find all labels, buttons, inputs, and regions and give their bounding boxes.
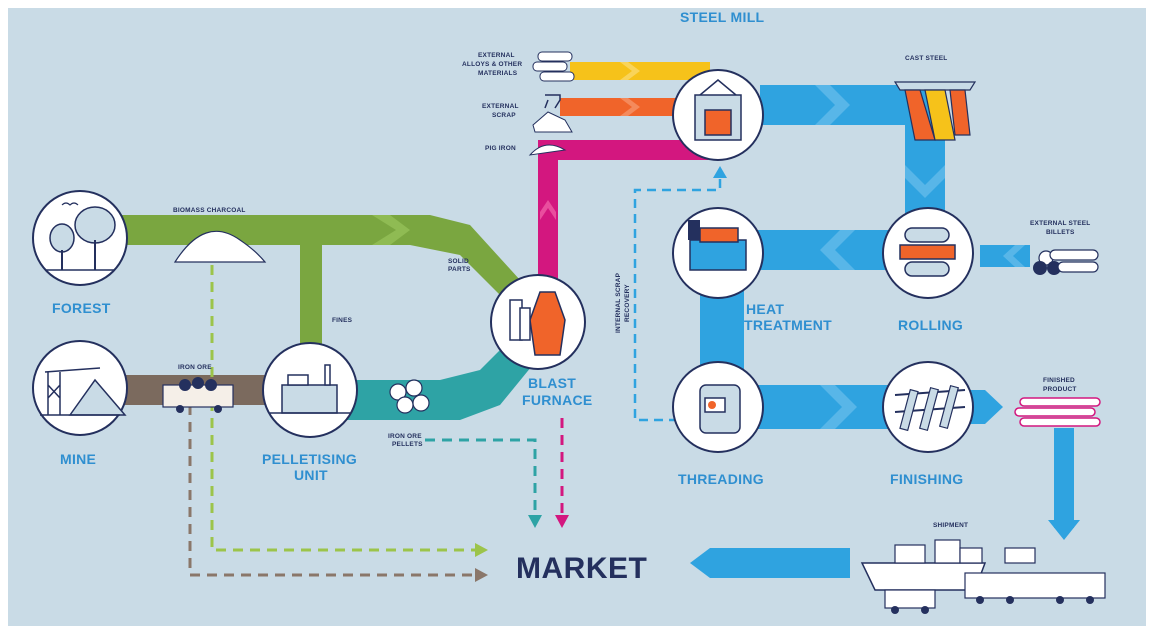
label-iron-ore-pellets-1: IRON ORE xyxy=(388,433,422,440)
finishing-node xyxy=(882,361,974,453)
label-internal-scrap-1: INTERNAL SCRAP xyxy=(615,272,622,333)
label-treatment: TREATMENT xyxy=(744,317,832,333)
flow-magenta-chevron xyxy=(540,200,556,220)
flow-orange-chevron xyxy=(620,98,640,116)
pelletising-unit-node xyxy=(262,342,358,438)
label-finishing: FINISHING xyxy=(890,471,963,487)
external-billets-icon xyxy=(1033,249,1099,275)
shipment-train-icon xyxy=(964,572,1106,604)
flow-yellow-chevron xyxy=(620,62,640,80)
label-pig-iron: PIG IRON xyxy=(485,145,516,152)
rolling-node xyxy=(882,207,974,299)
label-finished-product-1: FINISHED xyxy=(1043,377,1075,384)
label-internal-scrap-2: RECOVERY xyxy=(624,284,631,322)
flow-blue-chevron-3 xyxy=(820,230,855,270)
label-external-billets-2: BILLETS xyxy=(1046,229,1075,236)
dash-brown-to-market xyxy=(188,405,475,577)
flow-blue-to-market-arrow xyxy=(690,548,850,578)
flow-blue-chevron-4 xyxy=(820,385,857,429)
label-forest: FOREST xyxy=(52,300,111,316)
pig-iron-icon xyxy=(528,144,567,156)
label-external-alloys-2: ALLOYS & OTHER xyxy=(462,61,522,68)
dash-green-to-market xyxy=(210,265,475,552)
dash-magenta-arrowhead xyxy=(555,515,569,528)
ore-cart-icon xyxy=(162,377,234,413)
alloys-pipes-icon xyxy=(532,51,575,82)
shipment-ship-icon xyxy=(860,539,1036,591)
pellets-icon xyxy=(389,379,430,414)
flow-blue-chevron-1 xyxy=(815,85,850,125)
dash-brown-arrowhead xyxy=(475,568,488,582)
label-solid: SOLID xyxy=(448,258,469,265)
finished-product-icon xyxy=(1014,397,1101,427)
label-external-scrap-1: EXTERNAL xyxy=(482,103,519,110)
label-market: MARKET xyxy=(516,552,647,585)
flow-blue-thread-to-finish xyxy=(740,385,900,429)
dash-blue-arrowhead xyxy=(713,166,727,178)
blast-furnace-node xyxy=(490,274,586,370)
label-unit: UNIT xyxy=(294,467,328,483)
label-external-alloys-1: EXTERNAL xyxy=(478,52,515,59)
label-external-scrap-2: SCRAP xyxy=(492,112,516,119)
label-parts: PARTS xyxy=(448,266,471,273)
label-blast: BLAST xyxy=(528,375,576,391)
label-biomass-charcoal: BIOMASS CHARCOAL xyxy=(173,207,246,214)
charcoal-pile-icon xyxy=(173,230,267,263)
cast-steel-icon xyxy=(893,81,977,141)
forest-node xyxy=(32,190,128,286)
label-external-billets-1: EXTERNAL STEEL xyxy=(1030,220,1090,227)
heat-treatment-node xyxy=(672,207,764,299)
shipment-truck-icon xyxy=(884,589,936,614)
label-finished-product-2: PRODUCT xyxy=(1043,386,1077,393)
flow-blue-product-down xyxy=(1054,428,1074,528)
label-mine: MINE xyxy=(60,451,96,467)
flow-green-fines xyxy=(300,245,322,360)
label-rolling: ROLLING xyxy=(898,317,963,333)
mine-node xyxy=(32,340,128,436)
dash-blue-scrap-recovery xyxy=(633,175,722,422)
threading-node xyxy=(672,361,764,453)
flow-green-chevron-1 xyxy=(372,215,410,245)
scrap-claw-icon xyxy=(532,94,573,133)
dash-teal-to-market xyxy=(425,438,537,515)
dash-teal-arrowhead xyxy=(528,515,542,528)
label-fines: FINES xyxy=(332,317,353,324)
label-iron-ore-pellets-2: PELLETS xyxy=(392,441,423,448)
label-furnace: FURNACE xyxy=(522,392,593,408)
flow-magenta-horizontal xyxy=(538,140,708,160)
label-shipment: SHIPMENT xyxy=(933,522,968,529)
flow-blue-chevron-billets xyxy=(1003,245,1025,267)
flow-blue-product-arrow xyxy=(1048,520,1080,540)
label-heat: HEAT xyxy=(746,301,784,317)
label-steel-mill: STEEL MILL xyxy=(680,9,765,25)
flow-magenta-vertical xyxy=(538,148,558,298)
flow-teal-pellets xyxy=(330,330,545,420)
flow-green-main xyxy=(90,215,520,300)
label-iron-ore: IRON ORE xyxy=(178,364,212,371)
label-cast-steel: CAST STEEL xyxy=(905,55,947,62)
flow-blue-chevron-2 xyxy=(905,165,945,198)
steel-mill-node xyxy=(672,69,764,161)
label-pelletising: PELLETISING xyxy=(262,451,357,467)
label-threading: THREADING xyxy=(678,471,764,487)
dash-green-arrowhead xyxy=(475,543,488,557)
label-external-alloys-3: MATERIALS xyxy=(478,70,518,77)
